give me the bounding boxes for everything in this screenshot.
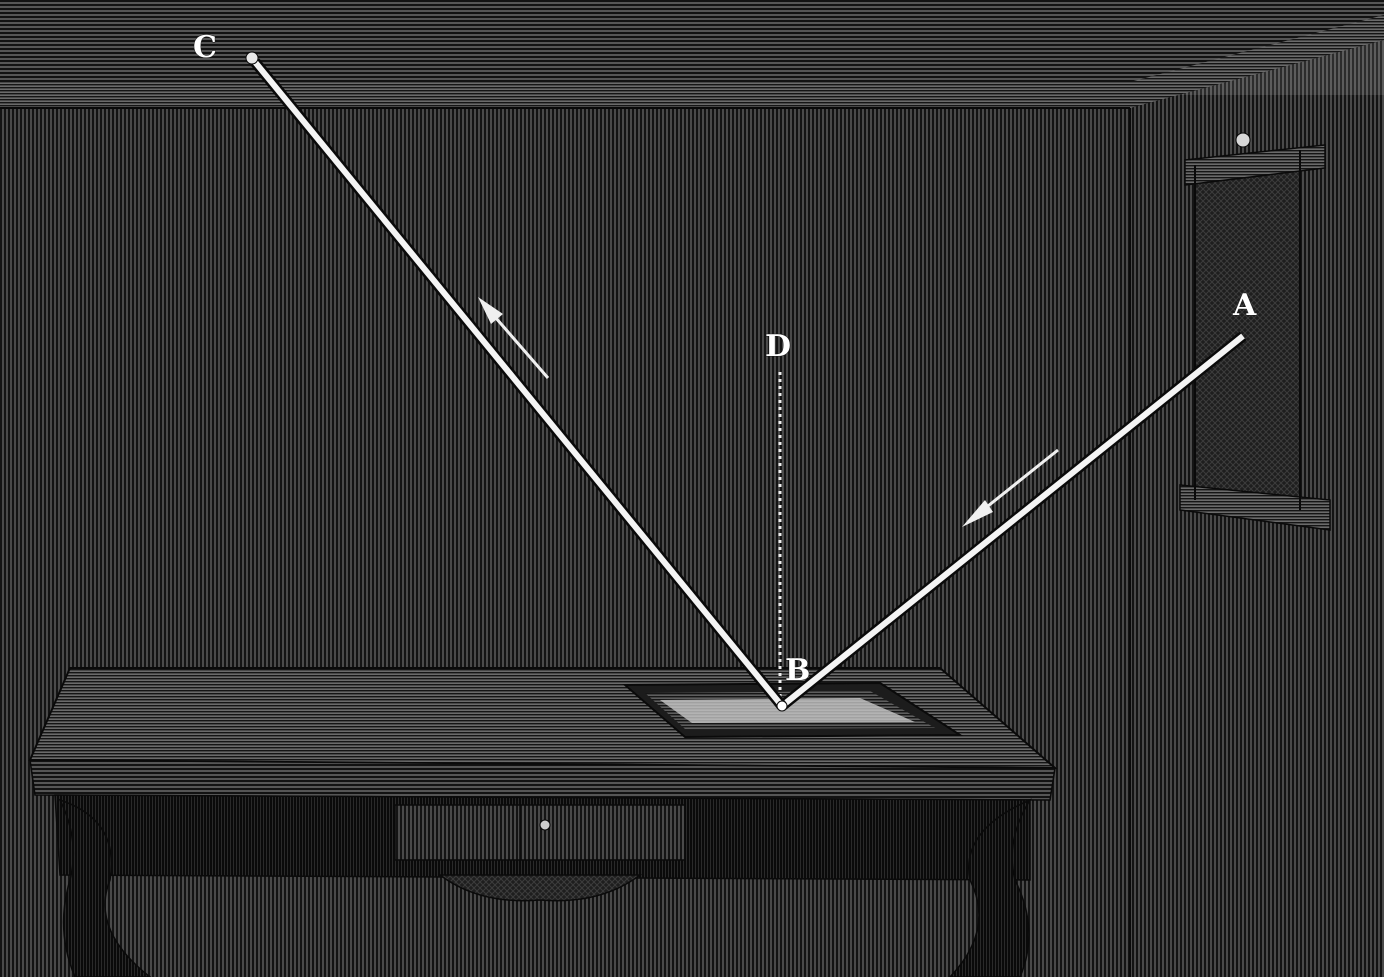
ceiling-spot: [246, 52, 258, 64]
reflection-point: [777, 701, 787, 711]
label-c: C: [193, 30, 217, 65]
label-b: B: [785, 653, 810, 688]
label-a: A: [1232, 288, 1257, 323]
label-d: D: [765, 329, 791, 364]
table-drawer: [395, 805, 685, 860]
